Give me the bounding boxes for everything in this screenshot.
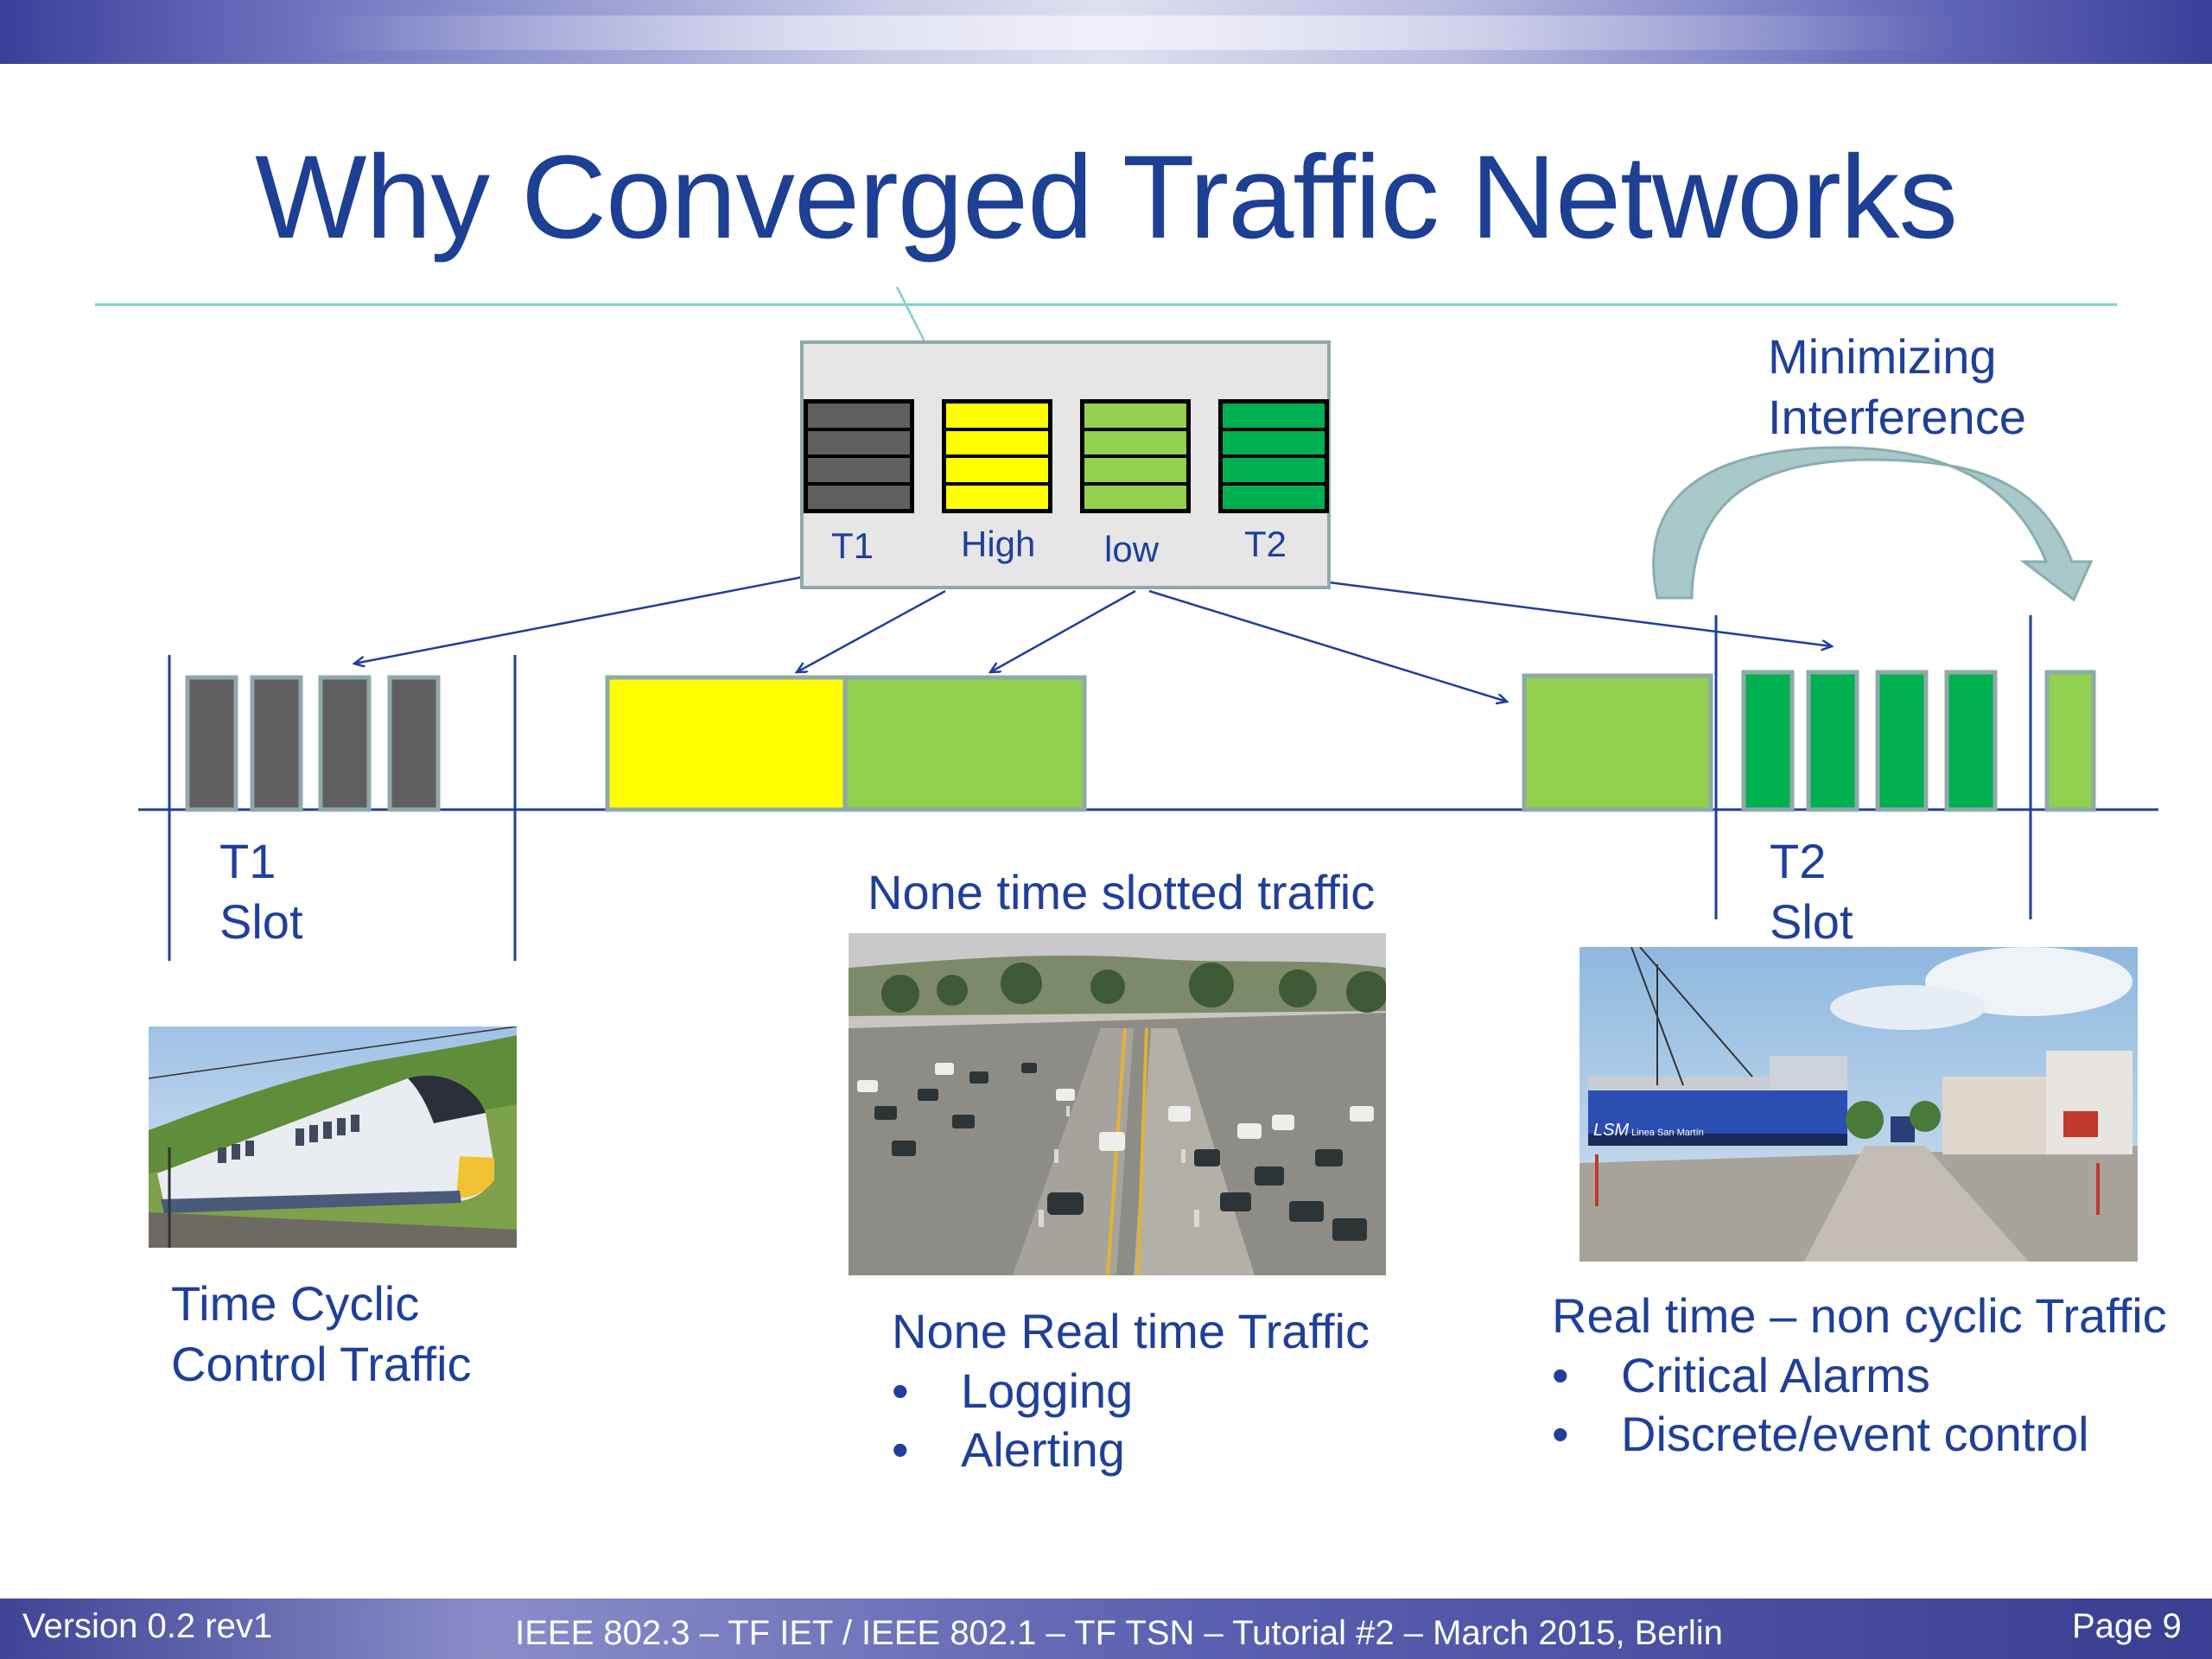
bullet-alerting: Alerting [892,1421,1370,1479]
queue-low [1080,399,1191,513]
minimizing-label: Minimizing Interference [1768,329,2026,444]
t2-frame [1741,670,1795,812]
arrow-to-t1 [354,575,803,664]
real-time-title: Real time – non cyclic Traffic [1552,1288,2167,1343]
none-real-time-caption: None Real time Traffic Logging Alerting [892,1301,1370,1479]
footer-version: Version 0.2 rev1 [22,1607,273,1645]
bullet-critical-alarms: Critical Alarms [1552,1346,2167,1405]
arrow-to-t2 [1328,581,1832,646]
real-time-caption: Real time – non cyclic Traffic Critical … [1552,1286,2167,1464]
queue-t2 [1218,399,1329,513]
low-priority-frame-tail [2044,670,2096,812]
none-real-time-bullets: Logging Alerting [892,1362,1370,1479]
train-logo-text: LSM [1593,1121,1629,1140]
t1-frame [318,675,372,812]
t1-frame [250,675,303,812]
low-priority-frame-right [1522,673,1713,812]
train-line-text: Linea San Martín [1631,1128,1704,1138]
high-priority-frame [605,675,848,812]
t1-frame [387,675,441,812]
footer-bar: Version 0.2 rev1 IEEE 802.3 – TF IET / I… [0,1599,2212,1659]
train-crossing-photo: LSM Linea San Martín [1580,947,2138,1262]
queue-high [942,399,1052,513]
none-real-time-title: None Real time Traffic [892,1304,1370,1358]
bullet-logging: Logging [892,1362,1370,1421]
t2-frame [1806,670,1859,812]
train-photo [149,1027,517,1248]
footer-page-number: Page 9 [2072,1607,2182,1645]
queue-label-low: low [1104,529,1160,569]
highway-photo [849,933,1386,1275]
t2-frame [1944,670,1998,812]
title-divider [95,303,2117,306]
queue-label-t1: T1 [831,525,874,566]
arrow-to-high [797,589,946,672]
t1-slot-label: T1 Slot [219,834,303,949]
t2-frame [1875,670,1929,812]
real-time-bullets: Critical Alarms Discrete/event control [1552,1346,2167,1464]
time-cyclic-caption: Time Cyclic Control Traffic [171,1276,472,1391]
arrow-to-low-right [1148,589,1507,702]
arrow-to-low [990,589,1136,672]
interference-curve-arrow [1652,446,2094,602]
footer-center: IEEE 802.3 – TF IET / IEEE 802.1 – TF TS… [515,1614,1723,1652]
queue-t1 [804,399,914,513]
queue-label-high: High [961,524,1036,564]
top-banner [0,0,2212,64]
queue-label-t2: T2 [1244,524,1287,564]
t1-frame [185,675,238,812]
t2-slot-label: T2 Slot [1770,834,1853,949]
slide-title: Why Converged Traffic Networks [255,131,1958,264]
low-priority-frame [842,675,1087,812]
bullet-discrete-event: Discrete/event control [1552,1405,2167,1464]
none-time-slotted-label: None time slotted traffic [868,865,1376,919]
